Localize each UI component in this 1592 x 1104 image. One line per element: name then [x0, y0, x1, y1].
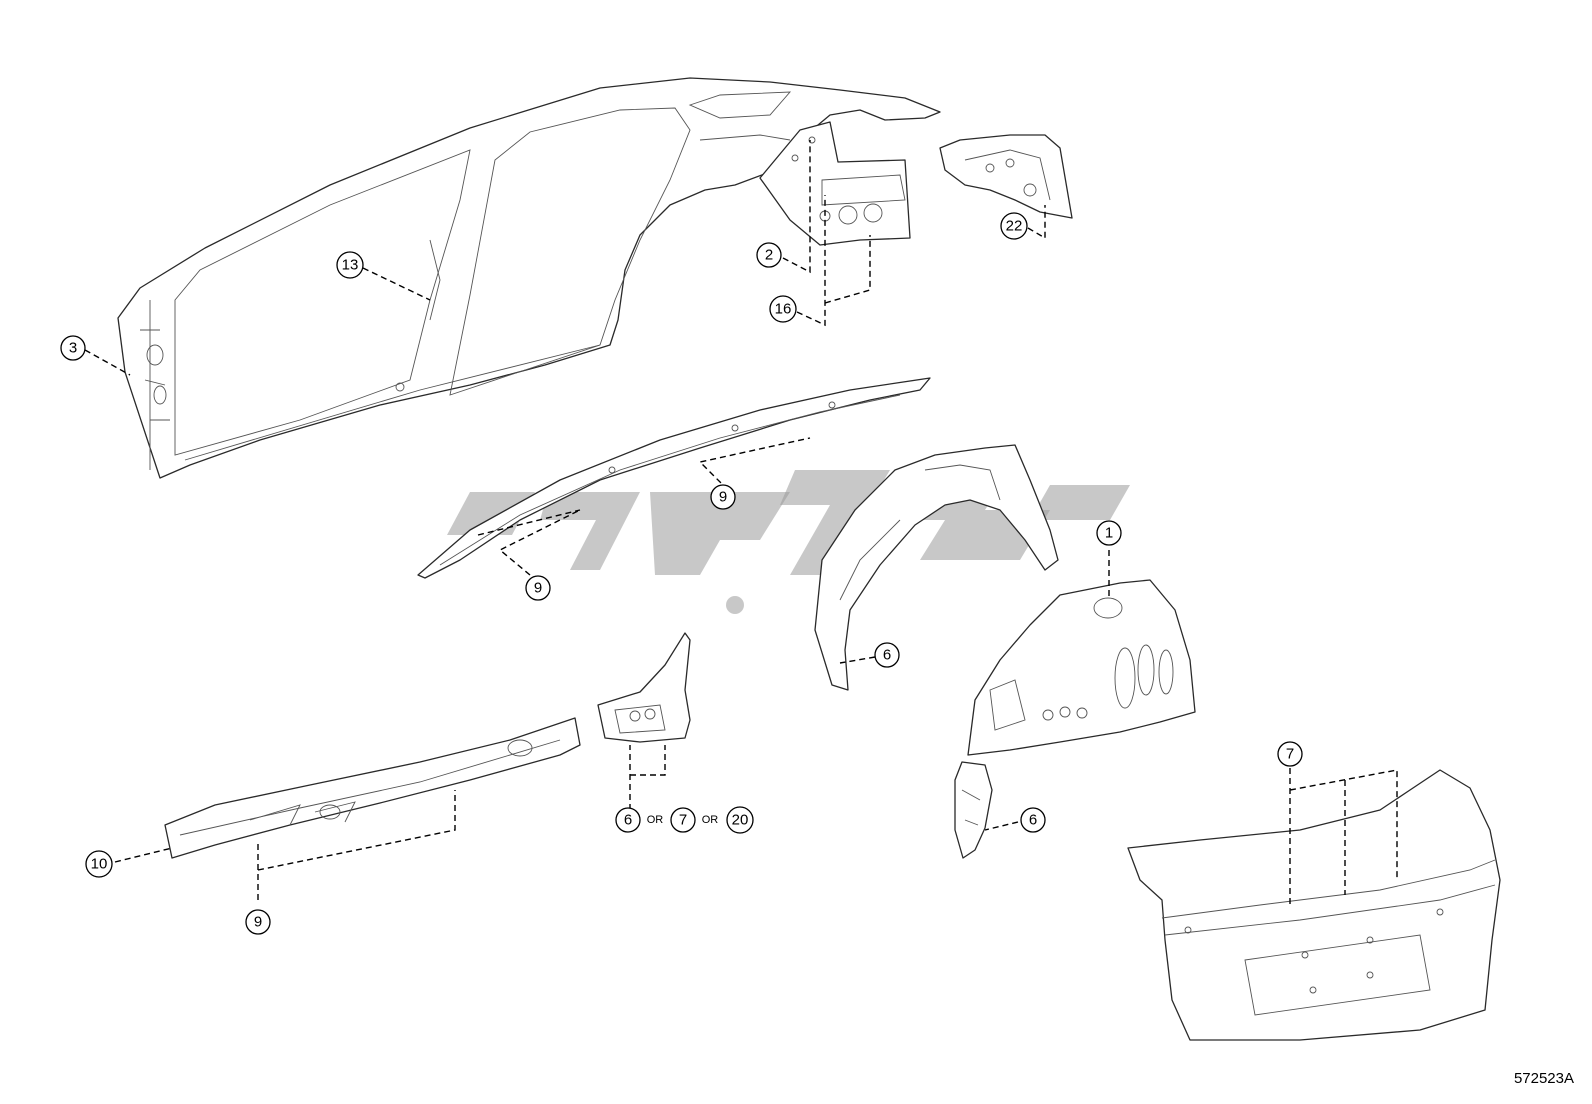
wheel-house-outer: [967, 579, 1196, 756]
callout-9-roof-upper-label: 9: [719, 489, 727, 506]
callout-6-bracket-label: 6: [624, 812, 632, 829]
callout-9-roof-upper: 9: [710, 484, 736, 510]
callout-group-6-or-7-or-20: 6 OR 7 OR 20: [615, 806, 754, 834]
callout-7-back-panel-label: 7: [1286, 746, 1294, 763]
callout-9-roof-lower: 9: [525, 575, 551, 601]
callout-6-lower-label: 6: [1029, 812, 1037, 829]
callout-10: 10: [85, 850, 113, 878]
rocker-panel: [164, 717, 581, 859]
callout-16-label: 16: [775, 301, 792, 318]
callout-2-label: 2: [765, 247, 773, 264]
callout-6-upper-label: 6: [883, 647, 891, 664]
rear-lower-back-panel: [1127, 769, 1501, 1041]
callout-16: 16: [769, 295, 797, 323]
or-label-1: OR: [647, 814, 664, 826]
callout-10-label: 10: [91, 856, 108, 873]
callout-1-label: 1: [1105, 525, 1113, 542]
or-label-2: OR: [702, 814, 719, 826]
quarter-extension-panel: [759, 121, 911, 246]
leader-lines: [84, 140, 1398, 905]
callout-22-label: 22: [1006, 218, 1023, 235]
callout-6-lower: 6: [1020, 807, 1046, 833]
callout-3-label: 3: [69, 340, 77, 357]
callout-9-roof-lower-label: 9: [534, 580, 542, 597]
side-body-outer-panel: [117, 77, 941, 479]
callout-9-rocker: 9: [245, 909, 271, 935]
wheel-house-inner-upper: [814, 444, 1059, 691]
callout-6-upper: 6: [874, 642, 900, 668]
callout-3: 3: [60, 335, 86, 361]
callout-2: 2: [756, 242, 782, 268]
callout-13: 13: [336, 251, 364, 279]
callout-1: 1: [1096, 520, 1122, 546]
callout-7-bracket-label: 7: [679, 812, 687, 829]
diagram-code: 572523A: [1513, 1070, 1574, 1087]
callout-22: 22: [1000, 212, 1028, 240]
callout-9-rocker-label: 9: [254, 914, 262, 931]
bracket-22: [939, 134, 1073, 219]
callout-7-back-panel: 7: [1277, 741, 1303, 767]
wheel-house-lower-piece: [954, 761, 993, 859]
roof-side-rail: [417, 377, 931, 579]
callout-20-label: 20: [732, 812, 749, 829]
pillar-lower-bracket: [597, 632, 691, 743]
callout-13-label: 13: [342, 257, 359, 274]
